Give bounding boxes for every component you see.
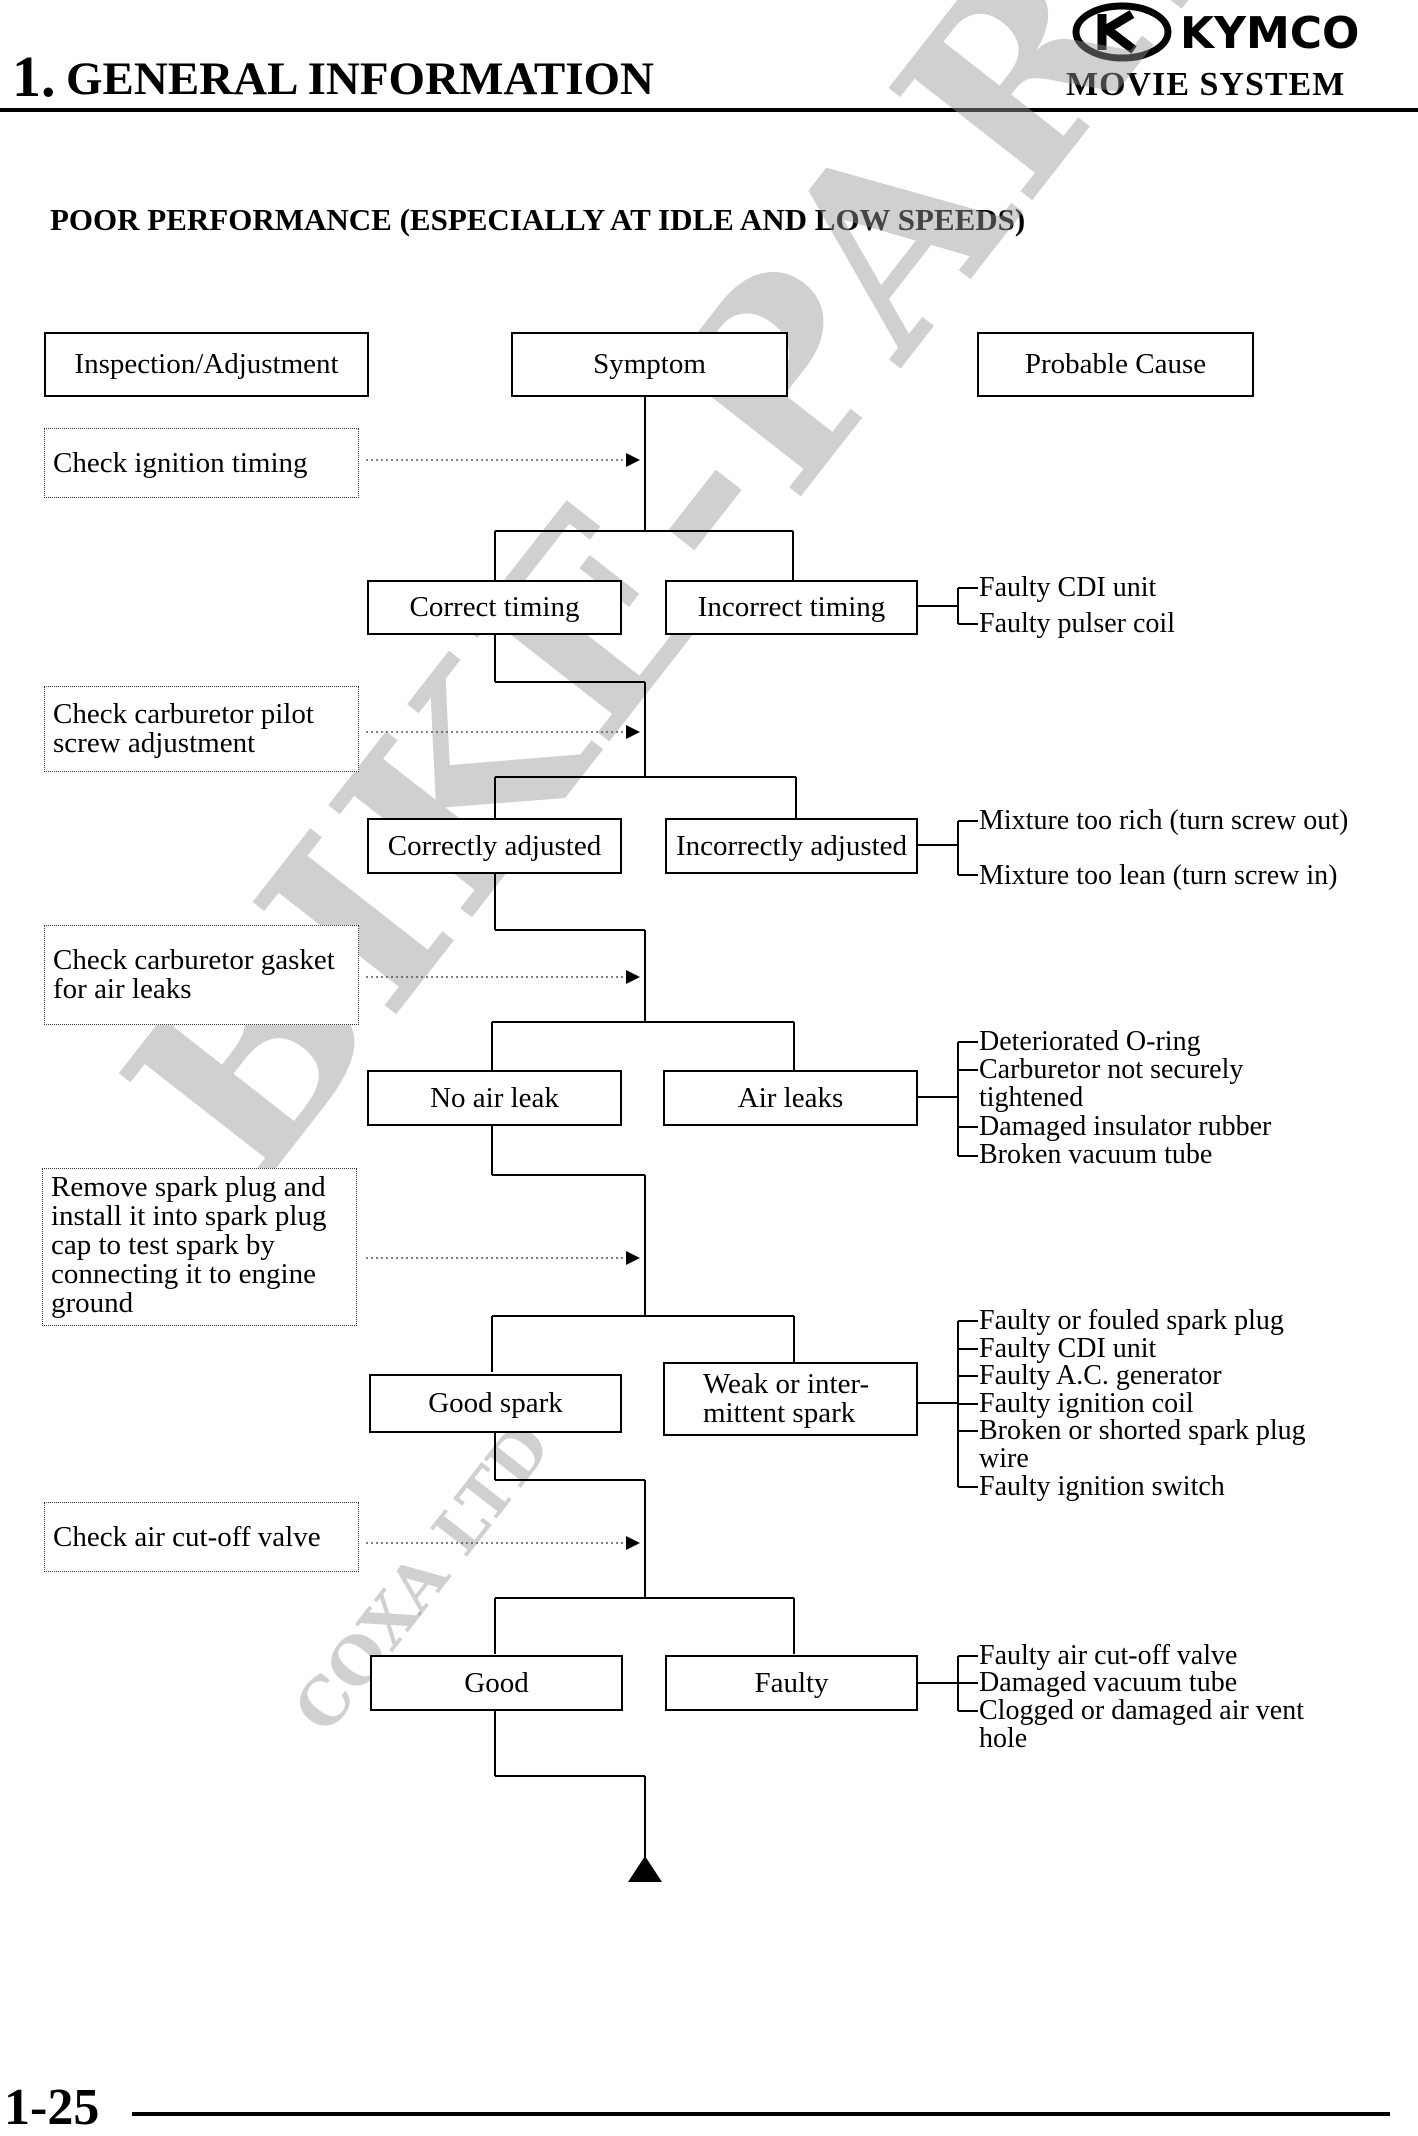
cause-4-6: Faulty ignition switch bbox=[979, 1471, 1225, 1502]
header-rule bbox=[0, 108, 1418, 112]
symptom-ng-4-label: Weak or inter-mittent spark bbox=[703, 1368, 870, 1429]
cause-2-1: Mixture too rich (turn screw out) bbox=[979, 805, 1349, 836]
model-name: MOVIE SYSTEM bbox=[1066, 66, 1346, 103]
symptom-ok-3: No air leak bbox=[367, 1070, 622, 1126]
check-air-cutoff-valve: Check air cut-off valve bbox=[44, 1502, 359, 1572]
cause-3-2: Carburetor not securely tightened bbox=[979, 1054, 1244, 1113]
cause-5-1: Faulty air cut-off valve bbox=[979, 1640, 1238, 1671]
symptom-ng-2: Incorrectly adjusted bbox=[665, 818, 918, 874]
symptom-ng-1: Incorrect timing bbox=[665, 580, 918, 635]
cause-4-3: Faulty A.C. generator bbox=[979, 1360, 1222, 1391]
section-number: 1. bbox=[12, 44, 56, 109]
check-pilot-screw: Check carburetor pilot screw adjustment bbox=[44, 686, 359, 772]
column-header-cause: Probable Cause bbox=[977, 332, 1254, 397]
symptom-ok-1: Correct timing bbox=[367, 580, 622, 635]
cause-3-4: Broken vacuum tube bbox=[979, 1139, 1213, 1170]
cause-3-1: Deteriorated O-ring bbox=[979, 1026, 1201, 1057]
column-header-inspection: Inspection/Adjustment bbox=[44, 332, 369, 397]
symptom-ng-5: Faulty bbox=[665, 1655, 918, 1711]
cause-3-3: Damaged insulator rubber bbox=[979, 1111, 1272, 1142]
check-gasket-air-leaks: Check carburetor gasket for air leaks bbox=[44, 925, 359, 1025]
symptom-ok-5: Good bbox=[370, 1655, 623, 1711]
cause-5-2: Damaged vacuum tube bbox=[979, 1667, 1238, 1698]
cause-1-1: Faulty CDI unit bbox=[979, 572, 1157, 603]
page-number: 1-25 bbox=[4, 2079, 100, 2136]
column-header-symptom: Symptom bbox=[511, 332, 788, 397]
symptom-ng-4: Weak or inter-mittent spark bbox=[663, 1362, 918, 1436]
section-title: GENERAL INFORMATION bbox=[66, 53, 654, 105]
cause-4-1: Faulty or fouled spark plug bbox=[979, 1305, 1284, 1336]
cause-4-2: Faulty CDI unit bbox=[979, 1333, 1157, 1364]
symptom-ok-4: Good spark bbox=[369, 1374, 622, 1433]
check-spark-test: Remove spark plug and install it into sp… bbox=[42, 1168, 357, 1326]
end-arrow-icon bbox=[628, 1856, 662, 1882]
symptom-ok-2: Correctly adjusted bbox=[367, 818, 622, 874]
cause-4-4: Faulty ignition coil bbox=[979, 1388, 1194, 1419]
cause-1-2: Faulty pulser coil bbox=[979, 608, 1175, 639]
kymco-logo: KYMCO bbox=[1072, 2, 1359, 62]
cause-5-3: Clogged or damaged air vent hole bbox=[979, 1695, 1305, 1754]
cause-2-2: Mixture too lean (turn screw in) bbox=[979, 860, 1338, 891]
cause-4-5: Broken or shorted spark plug wire bbox=[979, 1415, 1306, 1474]
footer-rule bbox=[132, 2112, 1390, 2116]
svg-text:KYMCO: KYMCO bbox=[1180, 8, 1359, 59]
symptom-ng-3: Air leaks bbox=[663, 1070, 918, 1126]
page-title: POOR PERFORMANCE (ESPECIALLY AT IDLE AND… bbox=[50, 202, 1026, 237]
check-ignition-timing: Check ignition timing bbox=[44, 428, 359, 498]
